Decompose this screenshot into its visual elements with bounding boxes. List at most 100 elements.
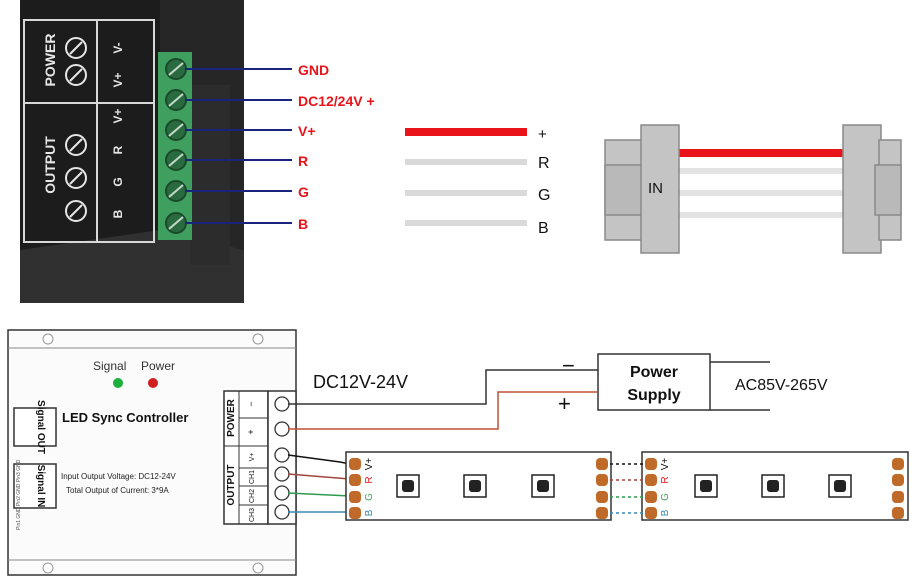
strip-pad-label: R (364, 476, 375, 483)
strip-pad (892, 458, 904, 470)
callout-dc: DC12/24V + (298, 93, 375, 109)
strip-pad-label: R (660, 476, 671, 483)
grey-wire (405, 159, 527, 165)
output-pin-ch2: CH2 (249, 489, 256, 503)
wire-label: B (538, 220, 549, 237)
output-pin-ch1: CH1 (249, 470, 256, 484)
signal-in-port (13, 463, 57, 509)
callout-b: B (298, 216, 308, 232)
strip-pad (349, 474, 361, 486)
ac-voltage-label: AC85V-265V (735, 377, 828, 394)
panel-output-label: OUTPUT (42, 136, 58, 194)
power-led-icon (148, 378, 158, 388)
strip-pad (892, 491, 904, 503)
callout-labels: GND DC12/24V + V+ R G B (298, 62, 375, 232)
panel-power-label: POWER (42, 34, 58, 87)
signal-in-label: Signal IN (35, 465, 46, 508)
led-chip-core (767, 480, 779, 492)
strip-pad-label: G (660, 493, 671, 501)
screw-slot (168, 216, 184, 230)
connector-in-label: IN (648, 180, 663, 197)
strip-pad (349, 507, 361, 519)
strip-pad (645, 491, 657, 503)
grey-wire (405, 190, 527, 196)
pin-label: B (111, 209, 125, 218)
output-pin-ch3: CH3 (249, 508, 256, 522)
strip-jumpers (610, 463, 650, 514)
signal-out-label: Signal OUT (35, 400, 46, 454)
power-supply-box (597, 353, 711, 411)
output-group-label: OUTPUT (226, 464, 237, 505)
led-chip-core (537, 480, 549, 492)
connector-right (842, 124, 902, 254)
strip-pad (892, 474, 904, 486)
wire-label: + (538, 126, 547, 143)
output-wires (287, 454, 351, 513)
signal-out-port (13, 407, 57, 447)
strip-pad (596, 491, 608, 503)
signal-led-icon (113, 378, 123, 388)
screw-terminal-icon (274, 466, 290, 482)
screw-icon (65, 134, 87, 156)
screw-icon (65, 64, 87, 86)
screw-slot (168, 62, 184, 76)
power-led-label: Power (141, 359, 175, 373)
controller-schematic: Signal Power LED Sync Controller Signal … (7, 329, 297, 576)
led-chip-core (402, 480, 414, 492)
connector-cable: IN (604, 124, 902, 254)
power-supply-label-2: Supply (627, 387, 680, 404)
grey-wire (405, 220, 527, 226)
connector-left: IN (604, 124, 680, 254)
schematic-screws (274, 396, 290, 520)
screw-terminal-icon (274, 396, 290, 412)
pin-label: V- (111, 42, 125, 53)
terminal-photo: POWER OUTPUT V- V+ V+ R G B (20, 0, 244, 303)
plus-sign: + (558, 391, 571, 416)
strip-pad-label: V+ (364, 458, 375, 471)
strip-pad (892, 507, 904, 519)
power-supply-label-1: Power (630, 364, 678, 381)
screw-terminal-icon (274, 485, 290, 501)
screw-terminal-icon (274, 447, 290, 463)
screw-slot (168, 93, 184, 107)
strip-pad (645, 474, 657, 486)
wire-label: R (538, 155, 550, 172)
strip-pad (645, 458, 657, 470)
callout-g: G (298, 184, 309, 200)
screw-slot (168, 184, 184, 198)
pin-label: V+ (111, 108, 125, 123)
red-wire (405, 128, 527, 136)
strip-pad (596, 458, 608, 470)
strip-pad (349, 458, 361, 470)
screw-slot (168, 153, 184, 167)
pin-label: G (111, 177, 125, 186)
signal-led-label: Signal (93, 359, 126, 373)
strip-pad-label: G (364, 493, 375, 501)
power-supply: Power Supply DC12V-24V AC85V-265V − + (313, 353, 828, 416)
dc-voltage-label: DC12V-24V (313, 372, 408, 392)
minus-sign: − (562, 353, 575, 378)
strip-pad (596, 474, 608, 486)
screw-slot (168, 123, 184, 137)
screw-icon (65, 200, 87, 222)
screw-terminal-icon (274, 504, 290, 520)
power-wires (288, 369, 598, 430)
strip-pad (645, 507, 657, 519)
screw-icon (65, 37, 87, 59)
led-chip-core (834, 480, 846, 492)
callout-r: R (298, 153, 308, 169)
wire-label: G (538, 187, 550, 204)
controller-title: LED Sync Controller (62, 410, 188, 425)
strip-pad-label: V+ (660, 458, 671, 471)
power-pin-plus: + (246, 429, 256, 434)
strip-pad-label: B (660, 509, 671, 516)
screw-icon (65, 167, 87, 189)
callout-gnd: GND (298, 62, 329, 78)
pin-label: R (111, 145, 125, 154)
pin-side-text: Pin1 GND Pin2 GND Pin3 GND (16, 459, 22, 530)
power-group-label: POWER (226, 398, 237, 437)
callout-lines (185, 68, 292, 224)
spec-voltage: Input Output Voltage: DC12-24V (61, 472, 176, 481)
led-chip-core (469, 480, 481, 492)
